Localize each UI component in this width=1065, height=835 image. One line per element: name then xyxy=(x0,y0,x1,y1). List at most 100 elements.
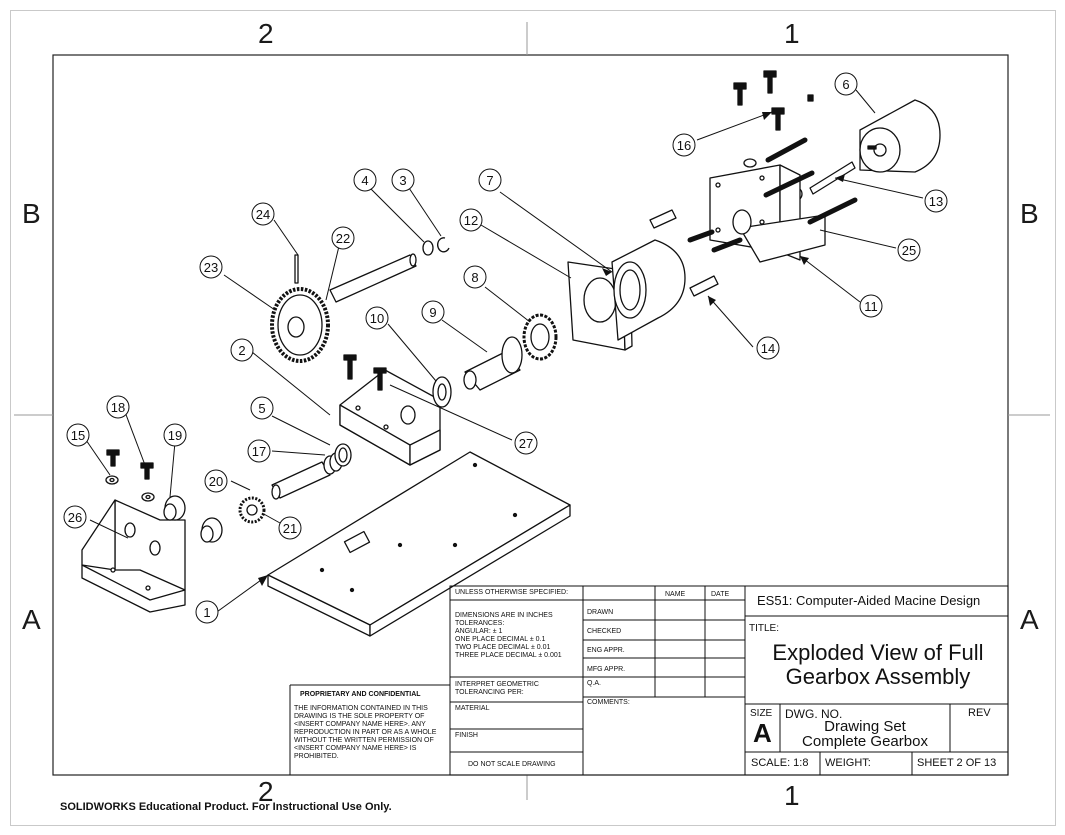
balloon-25: 25 xyxy=(902,243,916,258)
motor-bracket-part xyxy=(709,164,826,263)
balloon-12: 12 xyxy=(464,213,478,228)
checked-label: CHECKED xyxy=(587,628,622,635)
dwg-no-label: DWG. NO. xyxy=(785,707,843,721)
balloon-23: 23 xyxy=(204,260,218,275)
base-plate-part xyxy=(267,451,571,637)
balloon-9: 9 xyxy=(429,305,436,320)
zone-label-left-a: A xyxy=(22,604,41,635)
dwg-no-line-2: Complete Gearbox xyxy=(802,733,928,750)
balloon-13: 13 xyxy=(929,194,943,209)
angular-tolerance: ANGULAR: ± 1 xyxy=(455,628,503,635)
drawing-title-line-2: Gearbox Assembly xyxy=(785,664,971,689)
dowel-pin-part xyxy=(689,275,719,297)
balloon-18: 18 xyxy=(111,400,125,415)
tolerancing-per: TOLERANCING PER: xyxy=(455,689,524,696)
two-place-tolerance: TWO PLACE DECIMAL ± 0.01 xyxy=(455,644,551,651)
sheet-number: SHEET 2 OF 13 xyxy=(917,757,997,769)
balloon-26: 26 xyxy=(68,510,82,525)
balloon-3: 3 xyxy=(399,173,406,188)
proprietary-line: DRAWING IS THE SOLE PROPERTY OF xyxy=(294,713,425,720)
proprietary-line: <INSERT COMPANY NAME HERE>. ANY xyxy=(294,721,426,728)
long-screw-part xyxy=(687,137,858,253)
balloon-10: 10 xyxy=(370,311,384,326)
zone-label-left-b: B xyxy=(22,198,41,229)
bushing-part xyxy=(163,495,223,543)
zone-label-bottom-left: 2 xyxy=(258,776,274,807)
retaining-clip-part xyxy=(437,237,450,253)
size-value: A xyxy=(753,718,772,748)
balloon-14: 14 xyxy=(761,341,775,356)
parts xyxy=(81,70,941,637)
balloon-numbers: 1 2 3 4 5 6 7 8 9 10 11 12 13 14 15 16 1… xyxy=(68,77,943,620)
name-header: NAME xyxy=(665,591,686,598)
gear-nut-part xyxy=(522,313,558,361)
mfg-appr-label: MFG APPR. xyxy=(587,666,626,673)
balloon-5: 5 xyxy=(258,401,265,416)
rev-label: REV xyxy=(968,707,991,719)
date-header: DATE xyxy=(711,591,730,598)
proprietary-line: WITHOUT THE WRITTEN PERMISSION OF xyxy=(294,737,434,744)
eng-appr-label: ENG APPR. xyxy=(587,647,625,654)
zone-label-right-b: B xyxy=(1020,198,1039,229)
size-label: SIZE xyxy=(750,708,773,719)
interpret-geometric: INTERPRET GEOMETRIC xyxy=(455,681,539,688)
balloon-6: 6 xyxy=(842,77,849,92)
motor-part xyxy=(859,99,941,173)
leader-lines xyxy=(85,89,924,615)
course-name: ES51: Computer-Aided Macine Design xyxy=(757,593,981,608)
spacer-part xyxy=(422,240,434,256)
one-place-tolerance: ONE PLACE DECIMAL ± 0.1 xyxy=(455,636,546,643)
drawing-title-line-1: Exploded View of Full xyxy=(772,640,984,665)
balloon-4: 4 xyxy=(361,173,368,188)
balloon-1: 1 xyxy=(203,605,210,620)
do-not-scale-note: DO NOT SCALE DRAWING xyxy=(468,761,556,768)
balloon-24: 24 xyxy=(256,207,270,222)
balloon-16: 16 xyxy=(677,138,691,153)
balloon-callouts xyxy=(63,72,948,624)
pinion-shaft-part xyxy=(271,461,331,500)
drawn-label: DRAWN xyxy=(587,609,614,616)
balloon-8: 8 xyxy=(471,270,478,285)
motor-shaft-part xyxy=(809,161,856,195)
screw-part xyxy=(106,70,785,480)
leader-arrowheads xyxy=(258,112,845,586)
balloon-22: 22 xyxy=(336,231,350,246)
ring-part xyxy=(323,443,352,475)
finish-label: FINISH xyxy=(455,732,478,739)
balloon-21: 21 xyxy=(283,521,297,536)
balloon-2: 2 xyxy=(238,343,245,358)
output-shaft-part xyxy=(463,336,523,391)
title-block-grid xyxy=(289,585,1009,776)
balloon-27: 27 xyxy=(519,436,533,451)
zone-label-top-right: 1 xyxy=(784,18,800,49)
balloon-19: 19 xyxy=(168,428,182,443)
long-shaft-part xyxy=(329,253,417,303)
unless-otherwise-label: UNLESS OTHERWISE SPECIFIED: xyxy=(455,589,569,596)
pinion-gear-part xyxy=(238,496,266,524)
comments-label: COMMENTS: xyxy=(587,699,630,706)
set-screw-part xyxy=(807,94,814,102)
qa-label: Q.A. xyxy=(587,680,602,687)
washer-part xyxy=(105,158,803,502)
gear-housing-part xyxy=(611,239,686,341)
balloon-7: 7 xyxy=(486,173,493,188)
l-bracket-part xyxy=(81,499,186,613)
zone-label-top-left: 2 xyxy=(258,18,274,49)
three-place-tolerance: THREE PLACE DECIMAL ± 0.001 xyxy=(455,652,562,659)
proprietary-line: PROHIBITED. xyxy=(294,753,339,760)
tolerances-label: TOLERANCES: xyxy=(455,620,505,627)
pillow-block-part xyxy=(339,369,441,466)
spur-gear-part xyxy=(270,287,330,363)
solidworks-educational-notice: SOLIDWORKS Educational Product. For Inst… xyxy=(60,801,392,813)
dowel-pin-part xyxy=(649,209,677,229)
weight-label: WEIGHT: xyxy=(825,757,871,769)
balloon-20: 20 xyxy=(209,474,223,489)
proprietary-line: <INSERT COMPANY NAME HERE> IS xyxy=(294,745,417,752)
dimensions-note: DIMENSIONS ARE IN INCHES xyxy=(455,612,553,619)
material-label: MATERIAL xyxy=(455,705,490,712)
proprietary-line: THE INFORMATION CONTAINED IN THIS xyxy=(294,705,428,712)
zone-label-right-a: A xyxy=(1020,604,1039,635)
scale-value: SCALE: 1:8 xyxy=(751,757,809,769)
proprietary-line: REPRODUCTION IN PART OR AS A WHOLE xyxy=(294,729,437,736)
